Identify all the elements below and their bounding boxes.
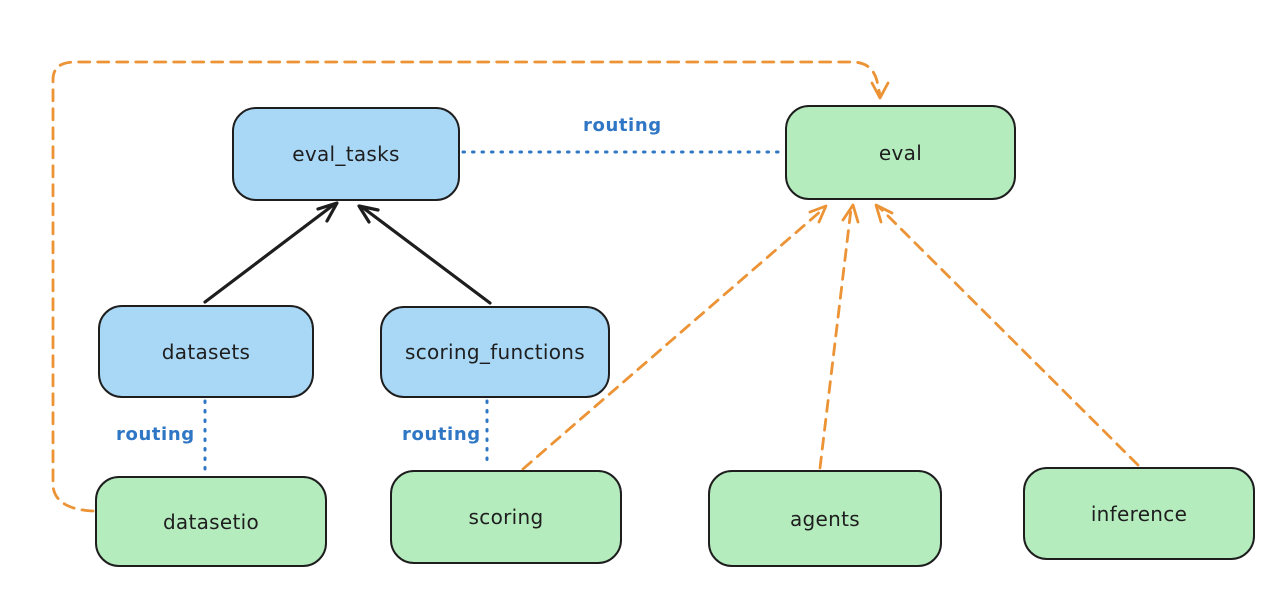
node-scoring: scoring [390, 470, 622, 564]
node-inference: inference [1023, 467, 1255, 560]
edge-inference-to-eval [874, 203, 1140, 467]
edge-label-routing-scoring: routing [402, 424, 481, 445]
node-datasetio: datasetio [95, 476, 327, 567]
node-scoring-functions: scoring_functions [380, 306, 610, 398]
node-agents-label: agents [790, 506, 860, 531]
edge-label-routing-datasetio: routing [116, 424, 195, 445]
node-scoring-functions-label: scoring_functions [404, 340, 586, 364]
edge-scoring-functions-to-eval-tasks [357, 204, 492, 305]
node-eval-tasks: eval_tasks [232, 107, 460, 201]
node-agents: agents [708, 470, 942, 567]
edge-datasets-to-eval-tasks [203, 201, 339, 304]
node-inference-label: inference [1090, 501, 1188, 526]
node-eval-label: eval [878, 140, 923, 165]
node-eval: eval [785, 105, 1016, 200]
node-datasets: datasets [98, 305, 314, 398]
node-datasetio-label: datasetio [162, 509, 260, 534]
edge-agents-to-eval [818, 203, 860, 470]
node-scoring-label: scoring [468, 505, 544, 529]
edge-label-routing-top: routing [583, 115, 662, 136]
node-datasets-label: datasets [161, 339, 251, 364]
node-eval-tasks-label: eval_tasks [292, 142, 400, 166]
